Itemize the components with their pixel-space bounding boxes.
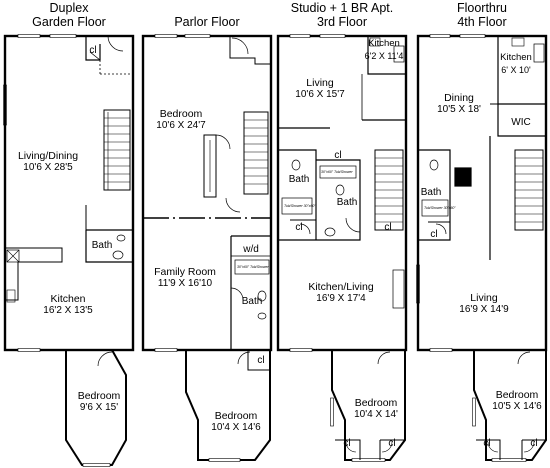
- room-living-fourth: Living 16'9 X 14'9: [459, 292, 509, 315]
- tub-shower-note: 30"x60" Tub/Shower: [321, 170, 353, 174]
- room-bedroom-parlor-front: Bedroom 10'6 X 24'7: [156, 108, 206, 131]
- tub-shower-note: Tub/Shower 30"x60": [284, 204, 316, 208]
- floor-title-garden: Duplex Garden Floor: [32, 1, 106, 29]
- closet-label: cl: [530, 438, 538, 449]
- washer-dryer-label: w/d: [243, 244, 259, 255]
- room-living-dining: Living/Dining 10'6 X 28'5: [17, 150, 79, 173]
- room-bedroom-fourth: Bedroom 10'5 X 14'6: [492, 389, 542, 412]
- room-bath-parlor: Bath: [241, 296, 263, 307]
- closet-label: cl: [89, 45, 97, 56]
- floor-garden-walls: [3, 34, 135, 467]
- tub-shower-note: 30"x60" Tub/Shower: [237, 265, 269, 269]
- closet-label: cl: [430, 229, 438, 240]
- room-kitchen-third: Kitchen 6'2 X 11'4: [364, 38, 404, 61]
- room-family-room: Family Room 11'9 X 16'10: [154, 266, 216, 289]
- closet-label: cl: [334, 150, 342, 161]
- room-bath-third-b: Bath: [336, 197, 358, 208]
- closet-label: cl: [257, 355, 265, 366]
- closet-label: cl: [483, 438, 491, 449]
- room-bedroom-garden: Bedroom 9'6 X 15': [77, 390, 121, 413]
- closet-label: cl: [388, 438, 396, 449]
- room-kitchen-garden: Kitchen 16'2 X 13'5: [43, 293, 93, 316]
- room-bath-fourth: Bath: [420, 187, 442, 198]
- floor-fourth-walls: [416, 34, 548, 462]
- room-bath-garden: Bath: [91, 240, 113, 251]
- floor-third-walls: [276, 34, 408, 462]
- tub-shower-note: Tub/Shower 30"x60": [424, 206, 456, 210]
- room-kitchen-fourth: Kitchen 6' X 10': [500, 52, 532, 75]
- room-bedroom-third: Bedroom 10'4 X 14': [354, 397, 398, 420]
- room-wic: WIC: [511, 117, 531, 128]
- floor-title-fourth: Floorthru 4th Floor: [456, 1, 508, 29]
- room-living-third: Living 10'6 X 15'7: [295, 77, 345, 100]
- floor-title-parlor: Parlor Floor: [174, 15, 240, 29]
- closet-label: cl: [343, 438, 351, 449]
- floor-title-third: Studio + 1 BR Apt. 3rd Floor: [290, 1, 394, 29]
- room-kitchen-living-third: Kitchen/Living 16'9 X 17'4: [308, 281, 374, 304]
- closet-label: cl: [384, 222, 392, 233]
- room-bath-third-a: Bath: [288, 174, 310, 185]
- closet-label: cl: [295, 222, 303, 233]
- floor-parlor-walls: [141, 34, 273, 462]
- room-dining-fourth: Dining 10'5 X 18': [437, 92, 481, 115]
- room-bedroom-parlor-rear: Bedroom 10'4 X 14'6: [211, 410, 261, 433]
